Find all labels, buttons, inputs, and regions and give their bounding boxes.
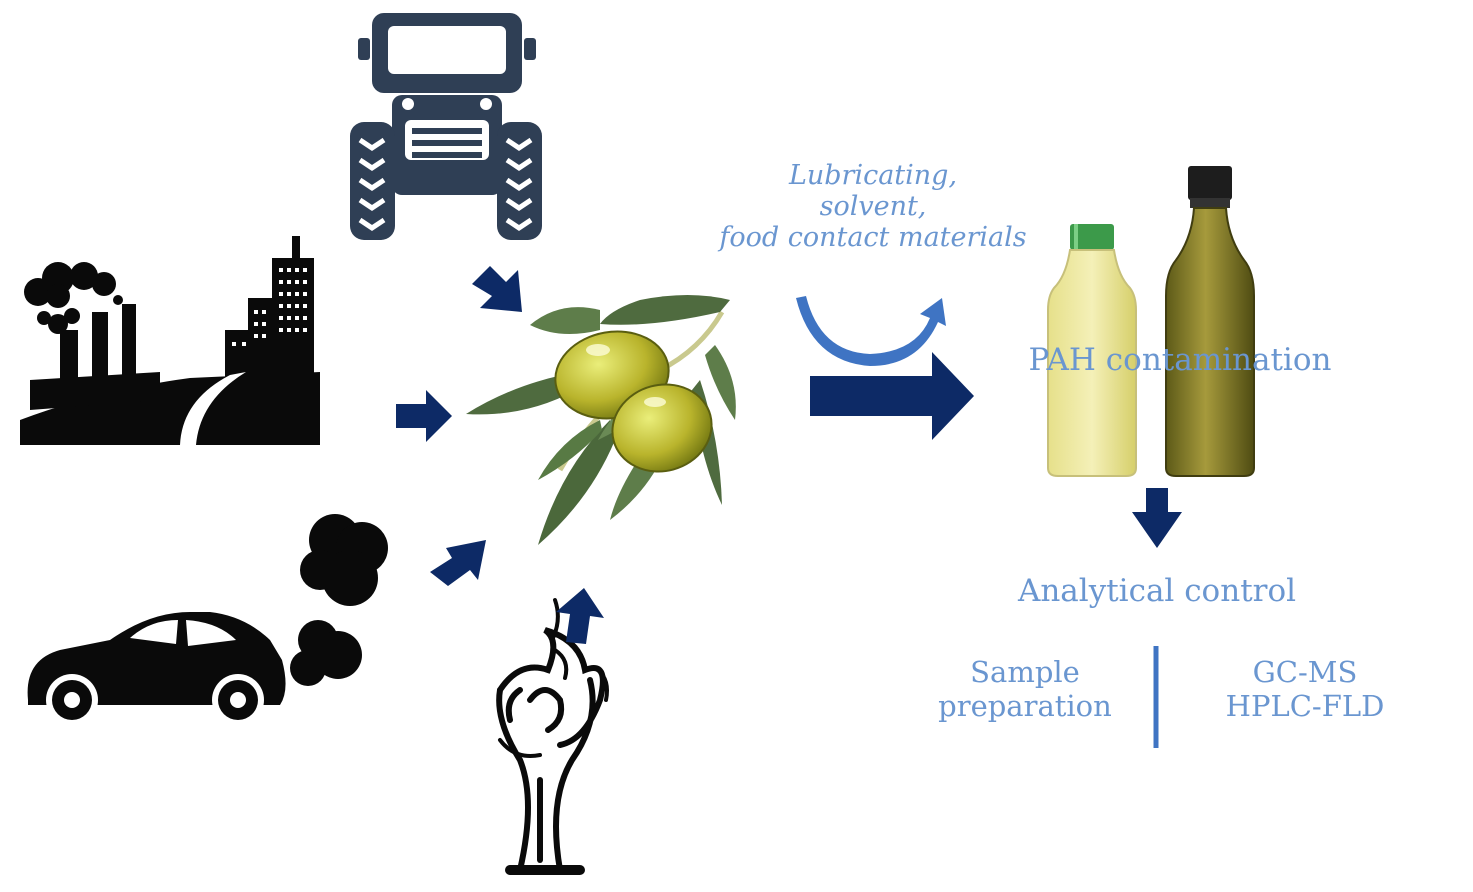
- olive-oil-bottles-icon: [1047, 166, 1255, 477]
- method-gc-ms: GC-MS: [1252, 655, 1358, 689]
- analytical-control-label: Analytical control: [1017, 573, 1297, 609]
- process-input-lubricating: Lubricating,: [788, 160, 958, 191]
- olive-branch-icon: [466, 295, 736, 545]
- arrow-tractor-to-olive: [472, 266, 522, 312]
- method-hplc-fld: HPLC-FLD: [1225, 689, 1385, 723]
- arrow-olive-to-oil: [810, 352, 974, 440]
- pah-contamination-label: PAH contamination: [1028, 342, 1332, 378]
- curved-process-arrow: [796, 296, 946, 366]
- arrow-factory-to-olive: [396, 390, 452, 442]
- analytical-methods-label: GC-MS HPLC-FLD: [1200, 655, 1410, 723]
- burning-tree-icon: [496, 598, 609, 875]
- factory-icon: [20, 236, 320, 445]
- arrow-fire-to-olive: [556, 588, 604, 644]
- tractor-icon: [350, 13, 542, 240]
- process-inputs-label: Lubricating, solvent, food contact mater…: [718, 160, 1028, 253]
- car-exhaust-icon: [27, 514, 388, 726]
- sample-preparation-label: Sample preparation: [938, 655, 1112, 723]
- process-input-solvent: solvent,: [819, 191, 927, 222]
- arrow-car-to-olive: [430, 540, 486, 586]
- process-input-food-contact: food contact materials: [719, 222, 1027, 253]
- arrow-to-analytical-control: [1132, 488, 1182, 548]
